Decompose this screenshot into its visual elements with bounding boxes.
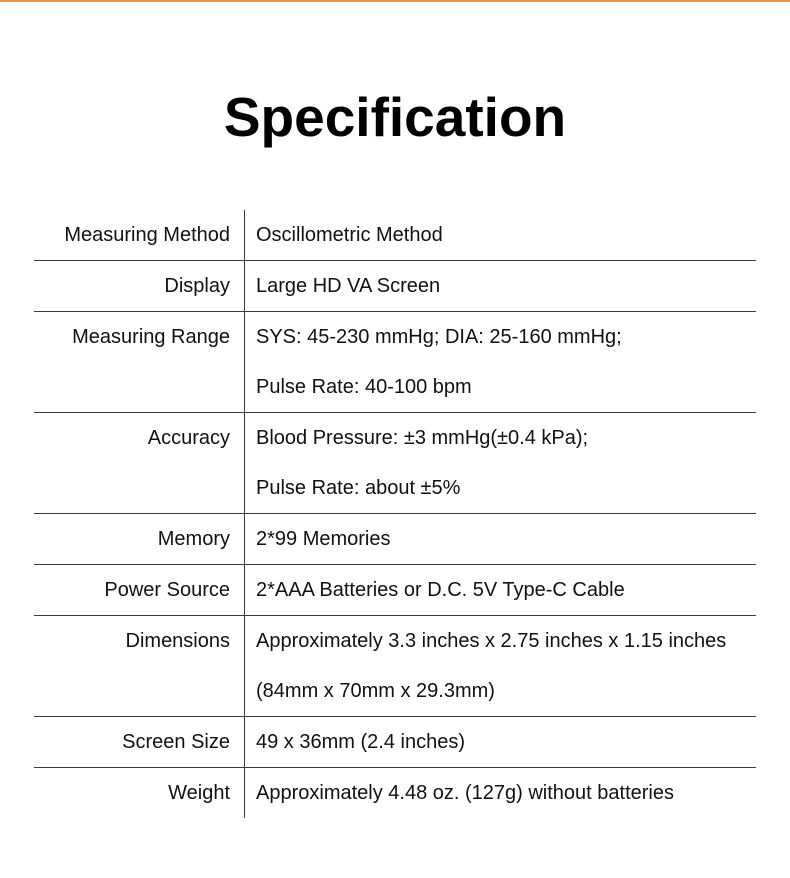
spec-label: Display — [34, 261, 245, 311]
spec-table: Measuring Method Oscillometric Method Di… — [34, 210, 756, 818]
spec-value: Blood Pressure: ±3 mmHg(±0.4 kPa); — [256, 427, 589, 449]
spec-value: 2*AAA Batteries or D.C. 5V Type-C Cable — [256, 579, 625, 601]
spec-values: Oscillometric Method — [245, 210, 756, 260]
spec-row-memory: Memory 2*99 Memories — [34, 514, 756, 565]
spec-label: Measuring Range — [34, 312, 245, 412]
spec-label: Screen Size — [34, 717, 245, 767]
spec-row-display: Display Large HD VA Screen — [34, 261, 756, 312]
spec-label: Memory — [34, 514, 245, 564]
spec-value: 2*99 Memories — [256, 528, 391, 550]
page-title: Specification — [223, 86, 567, 148]
spec-value: Pulse Rate: 40-100 bpm — [256, 376, 472, 398]
spec-value: Oscillometric Method — [256, 224, 443, 246]
spec-values: SYS: 45-230 mmHg; DIA: 25-160 mmHg; Puls… — [245, 312, 756, 412]
spec-values: Approximately 3.3 inches x 2.75 inches x… — [245, 616, 756, 716]
spec-value: Large HD VA Screen — [256, 275, 441, 297]
spec-values: 2*AAA Batteries or D.C. 5V Type-C Cable — [245, 565, 756, 615]
spec-value: Approximately 4.48 oz. (127g) without ba… — [256, 782, 674, 804]
spec-values: 2*99 Memories — [245, 514, 756, 564]
spec-row-weight: Weight Approximately 4.48 oz. (127g) wit… — [34, 768, 756, 818]
spec-row-power-source: Power Source 2*AAA Batteries or D.C. 5V … — [34, 565, 756, 616]
spec-label: Power Source — [34, 565, 245, 615]
spec-row-measuring-range: Measuring Range SYS: 45-230 mmHg; DIA: 2… — [34, 312, 756, 413]
spec-value: Approximately 3.3 inches x 2.75 inches x… — [256, 630, 727, 652]
spec-row-dimensions: Dimensions Approximately 3.3 inches x 2.… — [34, 616, 756, 717]
spec-label: Accuracy — [34, 413, 245, 513]
spec-values: Approximately 4.48 oz. (127g) without ba… — [245, 768, 756, 818]
top-accent-rule — [0, 0, 790, 2]
spec-values: Blood Pressure: ±3 mmHg(±0.4 kPa); Pulse… — [245, 413, 756, 513]
spec-row-accuracy: Accuracy Blood Pressure: ±3 mmHg(±0.4 kP… — [34, 413, 756, 514]
spec-row-measuring-method: Measuring Method Oscillometric Method — [34, 210, 756, 261]
spec-row-screen-size: Screen Size 49 x 36mm (2.4 inches) — [34, 717, 756, 768]
spec-label: Weight — [34, 768, 245, 818]
spec-label: Measuring Method — [34, 210, 245, 260]
spec-label: Dimensions — [34, 616, 245, 716]
spec-value: Pulse Rate: about ±5% — [256, 477, 461, 499]
spec-values: 49 x 36mm (2.4 inches) — [245, 717, 756, 767]
spec-value: 49 x 36mm (2.4 inches) — [256, 731, 465, 753]
spec-value: SYS: 45-230 mmHg; DIA: 25-160 mmHg; — [256, 326, 622, 348]
spec-value: (84mm x 70mm x 29.3mm) — [256, 680, 495, 702]
spec-values: Large HD VA Screen — [245, 261, 756, 311]
